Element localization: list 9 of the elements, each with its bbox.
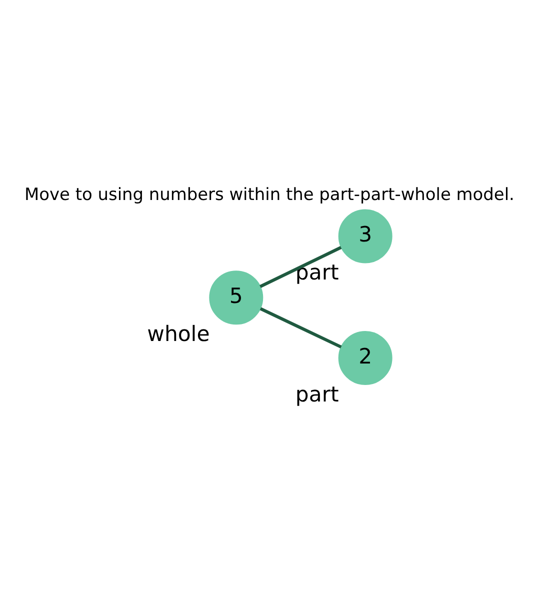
node-label: part xyxy=(295,259,339,284)
node-circle: 3 xyxy=(338,208,392,263)
connector xyxy=(260,246,342,288)
node-circle: 5 xyxy=(209,270,264,324)
node-label: whole xyxy=(147,320,210,346)
connector xyxy=(260,306,342,348)
node-circle: 2 xyxy=(338,330,392,384)
node-label: part xyxy=(295,380,339,406)
diagram-title: Move to using numbers within the part-part-whole model. xyxy=(24,184,514,204)
